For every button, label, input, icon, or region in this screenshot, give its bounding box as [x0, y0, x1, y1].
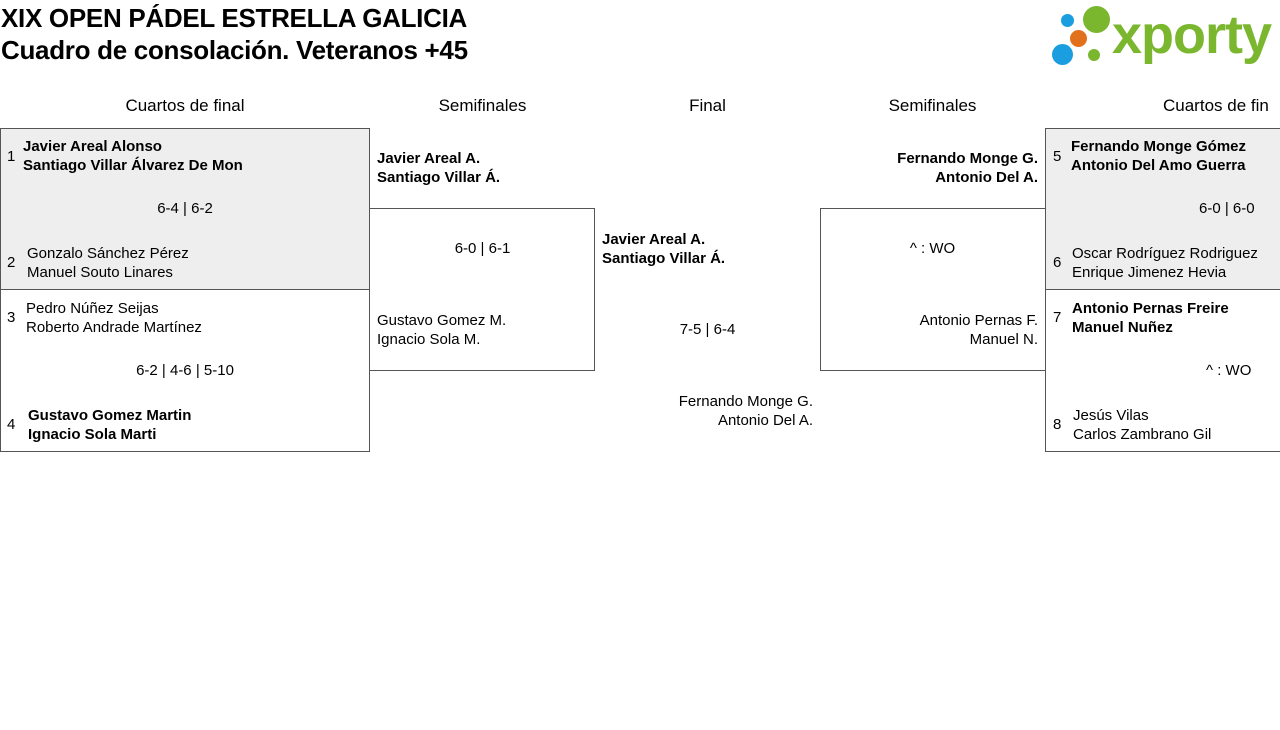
- match-score: 6-0 | 6-0: [1199, 200, 1255, 217]
- round-header-left-qf: Cuartos de final: [125, 96, 245, 115]
- player-name: Fernando Monge G.: [897, 150, 1038, 167]
- right-qf-match-1: 5 Fernando Monge Gómez Antonio Del Amo G…: [1045, 128, 1280, 290]
- final-score: 7-5 | 6-4: [679, 321, 736, 338]
- player-name: Oscar Rodríguez Rodriguez: [1072, 245, 1258, 262]
- left-sf-score: 6-0 | 6-1: [454, 240, 511, 257]
- player-name: Jesús Vilas: [1073, 407, 1149, 424]
- logo-dot-green-icon: [1083, 6, 1110, 33]
- player-name: Ignacio Sola M.: [377, 331, 481, 348]
- page-subtitle: Cuadro de consolación. Veteranos +45: [1, 35, 468, 65]
- player-name: Manuel N.: [969, 331, 1038, 348]
- player-name: Pedro Núñez Seijas: [26, 300, 159, 317]
- player-name: Manuel Nuñez: [1072, 319, 1173, 336]
- player-name: Javier Areal A.: [602, 231, 706, 248]
- left-qf-match-2: 3 Pedro Núñez Seijas Roberto Andrade Mar…: [0, 289, 370, 452]
- logo-text: xporty: [1112, 5, 1272, 65]
- left-qf-match-1: 1 Javier Areal Alonso Santiago Villar Ál…: [0, 128, 370, 290]
- player-name: Fernando Monge Gómez: [1071, 138, 1247, 155]
- seed-number: 2: [7, 254, 16, 271]
- round-header-final: Final: [689, 96, 726, 115]
- logo-dot-orange-icon: [1070, 30, 1087, 47]
- team-loser[interactable]: Jesús Vilas Carlos Zambrano Gil: [1073, 406, 1211, 444]
- player-name: Antonio Del A.: [935, 169, 1038, 186]
- match-score: 6-4 | 6-2: [157, 200, 213, 217]
- page-title: XIX OPEN PÁDEL ESTRELLA GALICIA: [1, 3, 467, 33]
- right-sf-team-top[interactable]: Fernando Monge G. Antonio Del A.: [820, 149, 1038, 187]
- seed-number: 6: [1053, 254, 1062, 271]
- right-sf-bracket: [820, 208, 1046, 371]
- team-loser[interactable]: Gonzalo Sánchez Pérez Manuel Souto Linar…: [27, 244, 189, 282]
- logo-dot-green-small-icon: [1088, 49, 1100, 61]
- round-header-left-sf: Semifinales: [438, 96, 527, 115]
- player-name: Roberto Andrade Martínez: [26, 319, 202, 336]
- seed-number: 4: [7, 416, 16, 433]
- left-sf-team-top[interactable]: Javier Areal A. Santiago Villar Á.: [377, 149, 500, 187]
- player-name: Manuel Souto Linares: [27, 264, 173, 281]
- final-team-top[interactable]: Javier Areal A. Santiago Villar Á.: [602, 230, 725, 268]
- team-winner[interactable]: Javier Areal Alonso Santiago Villar Álva…: [23, 137, 243, 175]
- player-name: Gustavo Gomez Martin: [28, 407, 192, 424]
- seed-number: 5: [1053, 148, 1062, 165]
- right-sf-team-bottom[interactable]: Antonio Pernas F. Manuel N.: [820, 311, 1038, 349]
- left-sf-team-bottom[interactable]: Gustavo Gomez M. Ignacio Sola M.: [377, 311, 506, 349]
- player-name: Antonio Pernas F.: [919, 312, 1038, 329]
- seed-number: 7: [1053, 309, 1062, 326]
- match-score: 6-2 | 4-6 | 5-10: [136, 362, 234, 379]
- team-winner[interactable]: Antonio Pernas Freire Manuel Nuñez: [1072, 299, 1229, 337]
- player-name: Enrique Jimenez Hevia: [1072, 264, 1227, 281]
- round-header-right-qf: Cuartos de fin: [1163, 96, 1269, 115]
- seed-number: 3: [7, 309, 16, 326]
- logo-dot-blue-icon: [1061, 14, 1074, 27]
- player-name: Antonio Pernas Freire: [1072, 300, 1229, 317]
- right-sf-score: ^ : WO: [909, 240, 956, 257]
- logo-dot-blue-large-icon: [1052, 44, 1073, 65]
- player-name: Fernando Monge G.: [678, 393, 813, 410]
- left-sf-bracket: [369, 208, 595, 371]
- team-loser[interactable]: Pedro Núñez Seijas Roberto Andrade Martí…: [26, 299, 202, 337]
- player-name: Antonio Del Amo Guerra: [1071, 157, 1246, 174]
- xporty-logo[interactable]: xporty: [1052, 4, 1278, 66]
- player-name: Carlos Zambrano Gil: [1073, 426, 1212, 443]
- player-name: Santiago Villar Á.: [377, 169, 501, 186]
- team-loser[interactable]: Oscar Rodríguez Rodriguez Enrique Jimene…: [1072, 244, 1258, 282]
- round-header-right-sf: Semifinales: [888, 96, 977, 115]
- seed-number: 1: [7, 148, 16, 165]
- match-score: ^ : WO: [1206, 362, 1252, 379]
- team-winner[interactable]: Fernando Monge Gómez Antonio Del Amo Gue…: [1071, 137, 1246, 175]
- player-name: Javier Areal A.: [377, 150, 481, 167]
- seed-number: 8: [1053, 416, 1062, 433]
- player-name: Gustavo Gomez M.: [377, 312, 507, 329]
- final-team-bottom[interactable]: Fernando Monge G. Antonio Del A.: [595, 392, 813, 430]
- player-name: Antonio Del A.: [717, 412, 813, 429]
- player-name: Santiago Villar Álvarez De Mon: [23, 157, 243, 174]
- player-name: Ignacio Sola Marti: [28, 426, 157, 443]
- player-name: Santiago Villar Á.: [602, 250, 726, 267]
- player-name: Javier Areal Alonso: [23, 138, 162, 155]
- right-qf-match-2: 7 Antonio Pernas Freire Manuel Nuñez ^ :…: [1045, 289, 1280, 452]
- team-winner[interactable]: Gustavo Gomez Martin Ignacio Sola Marti: [28, 406, 191, 444]
- player-name: Gonzalo Sánchez Pérez: [27, 245, 189, 262]
